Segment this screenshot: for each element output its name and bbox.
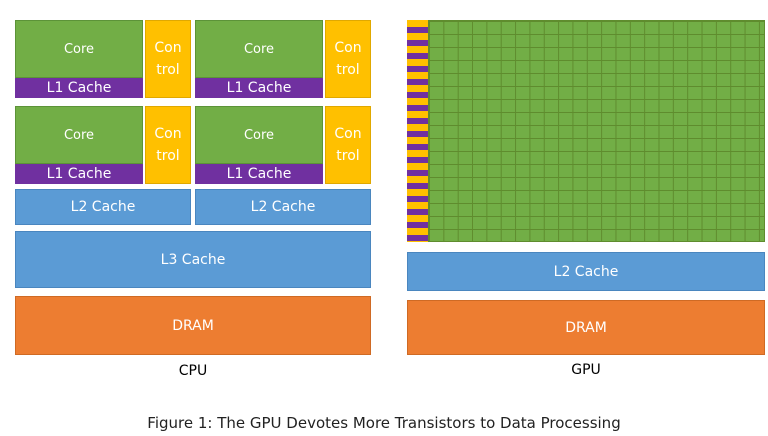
cpu-control-4-line2: trol <box>336 148 360 164</box>
cpu-control-2-line2: trol <box>336 62 360 78</box>
gpu-dram: DRAM <box>407 300 765 355</box>
cpu-l1-cache-2-label: L1 Cache <box>226 80 292 96</box>
cpu-control-1-line1: Con <box>154 40 182 56</box>
figure-caption-text: Figure 1: The GPU Devotes More Transisto… <box>147 414 621 432</box>
cpu-core-3: Core <box>15 106 143 164</box>
cpu-control-1: Con trol <box>145 20 191 98</box>
cpu-title-text: CPU <box>178 363 208 379</box>
cpu-control-4-line1: Con <box>334 126 362 142</box>
cpu-control-4: Con trol <box>325 106 371 184</box>
cpu-dram: DRAM <box>15 296 371 355</box>
cpu-core-4-label: Core <box>243 127 275 143</box>
cpu-title: CPU <box>15 361 371 381</box>
cpu-core-1: Core <box>15 20 143 78</box>
cpu-l2-cache-1: L2 Cache <box>15 189 191 225</box>
cpu-core-4: Core <box>195 106 323 164</box>
gpu-dram-label: DRAM <box>565 319 607 336</box>
cpu-l1-cache-4: L1 Cache <box>195 164 323 184</box>
cpu-l2-cache-2: L2 Cache <box>195 189 371 225</box>
cpu-l1-cache-3-label: L1 Cache <box>46 166 112 182</box>
cpu-control-3: Con trol <box>145 106 191 184</box>
cpu-l2-cache-2-label: L2 Cache <box>250 199 316 215</box>
cpu-control-2: Con trol <box>325 20 371 98</box>
cpu-l1-cache-4-label: L1 Cache <box>226 166 292 182</box>
gpu-l2-cache: L2 Cache <box>407 252 765 291</box>
cpu-l1-cache-3: L1 Cache <box>15 164 143 184</box>
gpu-core-grid <box>428 20 765 242</box>
cpu-core-2: Core <box>195 20 323 78</box>
gpu-l2-cache-label: L2 Cache <box>553 263 619 280</box>
gpu-control-l1-stripe <box>407 20 428 242</box>
cpu-control-3-line1: Con <box>154 126 182 142</box>
cpu-control-2-line1: Con <box>334 40 362 56</box>
cpu-l3-cache: L3 Cache <box>15 231 371 288</box>
cpu-control-1-line2: trol <box>156 62 180 78</box>
cpu-l1-cache-1-label: L1 Cache <box>46 80 112 96</box>
cpu-control-3-line2: trol <box>156 148 180 164</box>
cpu-l1-cache-2: L1 Cache <box>195 78 323 98</box>
cpu-l1-cache-1: L1 Cache <box>15 78 143 98</box>
cpu-l2-cache-1-label: L2 Cache <box>70 199 136 215</box>
cpu-core-2-label: Core <box>243 41 275 57</box>
cpu-core-3-label: Core <box>63 127 95 143</box>
figure-caption: Figure 1: The GPU Devotes More Transisto… <box>0 412 768 434</box>
cpu-l3-cache-label: L3 Cache <box>160 251 226 268</box>
gpu-title: GPU <box>407 360 765 380</box>
cpu-dram-label: DRAM <box>172 317 214 334</box>
gpu-title-text: GPU <box>571 362 601 378</box>
cpu-core-1-label: Core <box>63 41 95 57</box>
